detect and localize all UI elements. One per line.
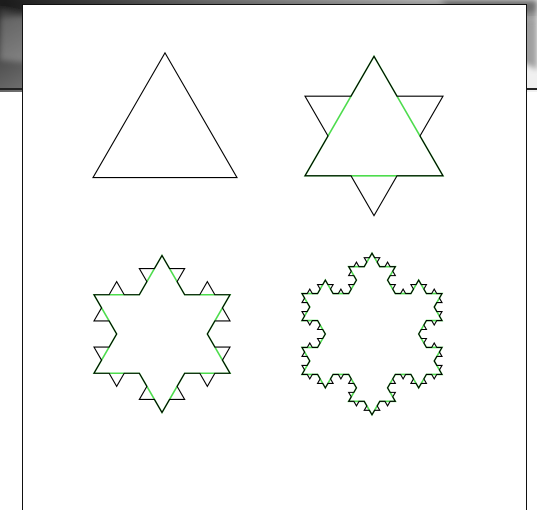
previous-iteration-outline [305,56,443,176]
koch-stage-3 [302,253,442,415]
koch-stage-1 [305,56,443,215]
koch-outline [94,255,230,412]
figure-sheet [22,4,527,510]
koch-outline [305,56,443,215]
koch-stage-0 [93,53,237,178]
previous-iteration-outline [94,255,230,412]
koch-stage-2 [94,255,230,412]
koch-snowflake-figure [23,5,528,510]
koch-outline [302,253,442,415]
previous-iteration-outline [302,253,442,415]
koch-outline [93,53,237,178]
